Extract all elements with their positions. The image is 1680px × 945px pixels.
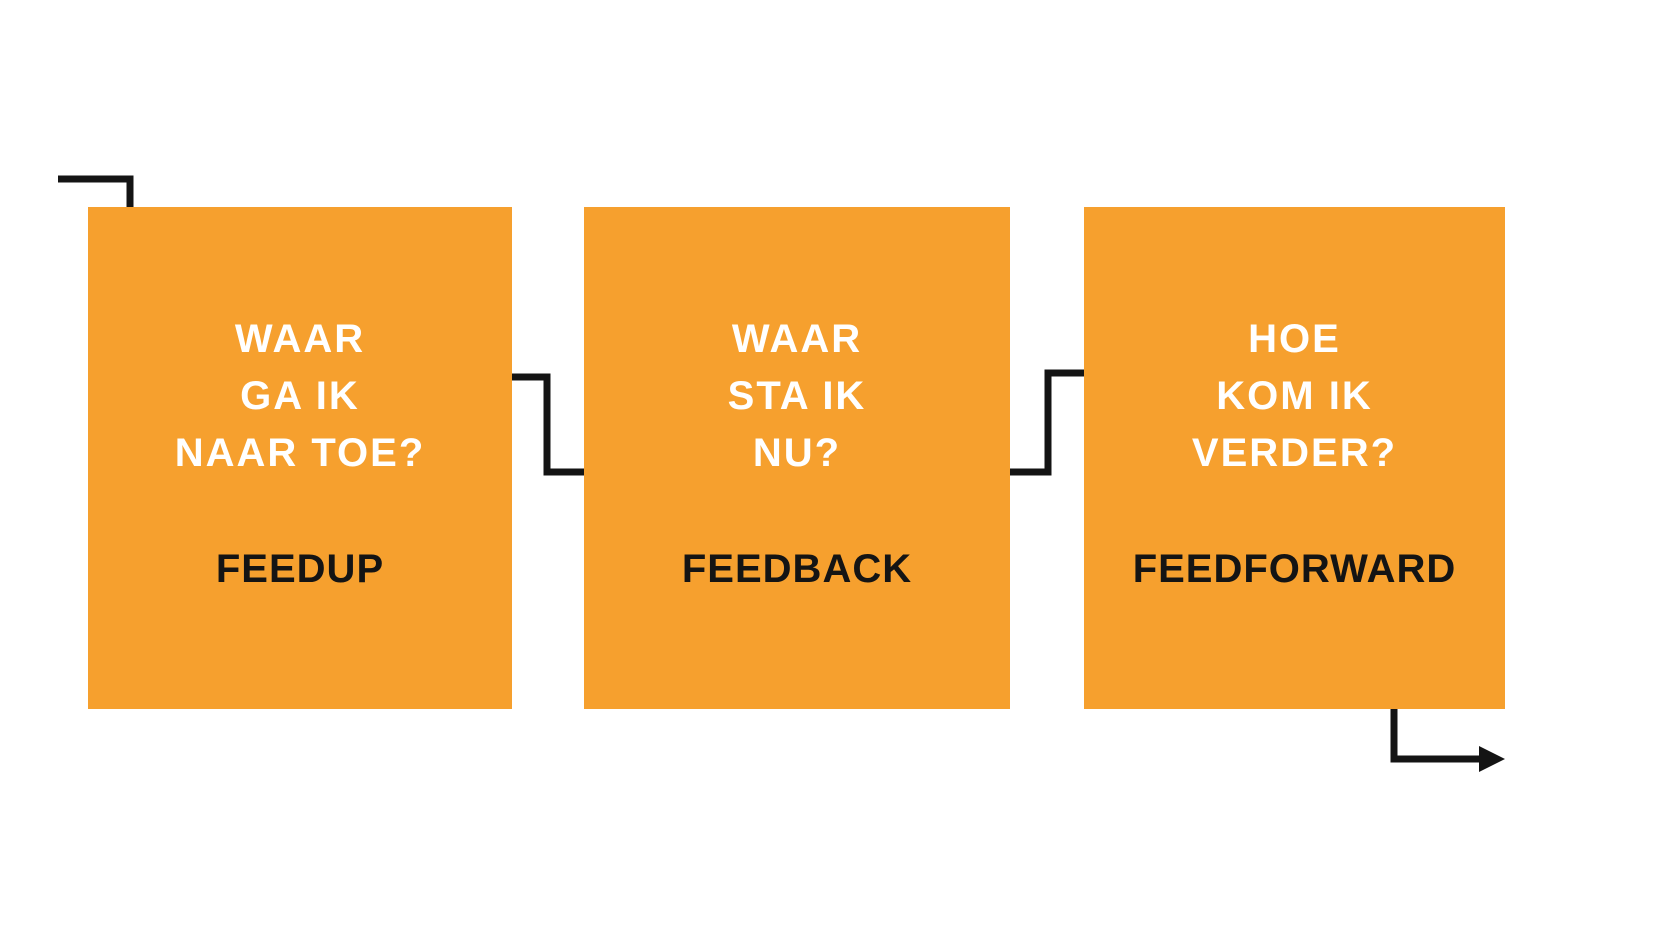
question-line: WAAR: [234, 317, 366, 361]
question-line: NAAR TOE?: [174, 431, 426, 475]
question-line: GA IK: [240, 374, 360, 418]
question-line: NU?: [752, 431, 842, 475]
feedforward-label: FEEDFORWARD: [1132, 547, 1457, 591]
feedforward-question: HOE KOM IK VERDER?: [1084, 311, 1505, 482]
question-line: VERDER?: [1191, 431, 1398, 475]
question-line: HOE: [1248, 317, 1341, 361]
question-line: KOM IK: [1216, 374, 1373, 418]
question-line: WAAR: [731, 317, 863, 361]
feedback-box: WAAR STA IK NU? FEEDBACK: [584, 207, 1010, 709]
feedup-label: FEEDUP: [215, 547, 385, 591]
feedup-box: WAAR GA IK NAAR TOE? FEEDUP: [88, 207, 512, 709]
feedforward-box: HOE KOM IK VERDER? FEEDFORWARD: [1084, 207, 1505, 709]
feedup-question: WAAR GA IK NAAR TOE?: [88, 311, 512, 482]
feedback-label: FEEDBACK: [681, 547, 913, 591]
feedback-question: WAAR STA IK NU?: [584, 311, 1010, 482]
question-line: STA IK: [727, 374, 867, 418]
